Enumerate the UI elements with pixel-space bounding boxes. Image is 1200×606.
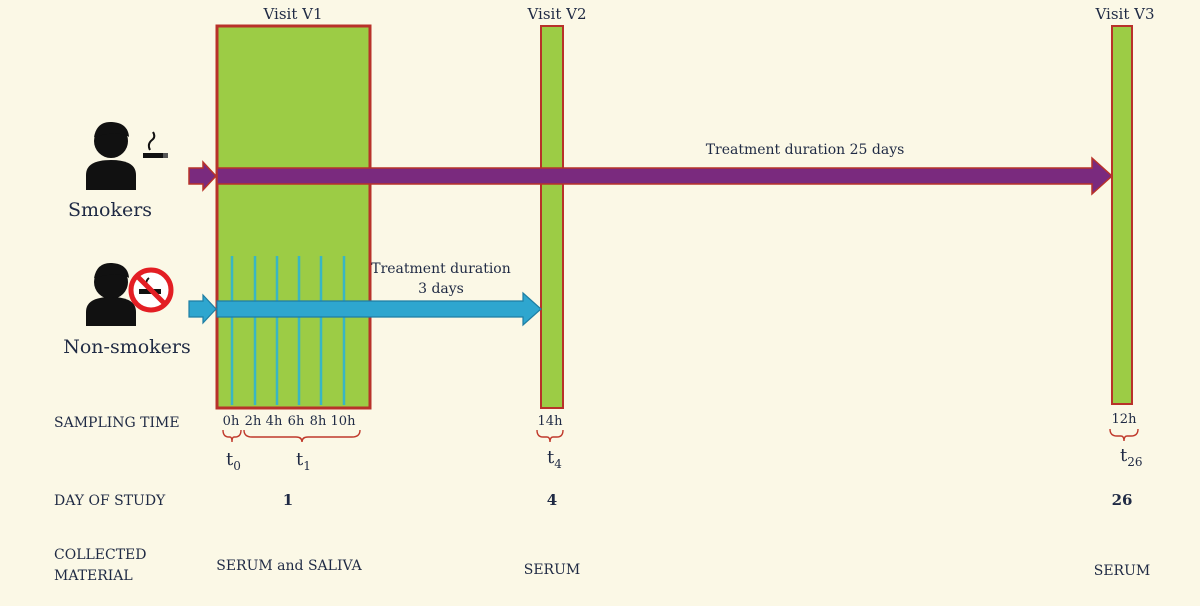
timepoint-braces — [222, 428, 1139, 443]
no-smoking-icon — [128, 267, 174, 313]
day-of-study-v1: 1 — [283, 491, 293, 509]
smoker-person-icon — [86, 121, 136, 190]
timepoint-t4: t4 — [547, 447, 562, 471]
day-of-study-row-label: DAY OF STUDY — [54, 493, 166, 509]
collected-material-v1: SERUM and SALIVA — [216, 558, 362, 574]
v1-sampling-times: 0h 2h 4h 6h 8h 10h — [223, 414, 356, 429]
collected-material-v3: SERUM — [1094, 563, 1151, 579]
sampling-time-4h: 4h — [266, 414, 283, 429]
visit-v1-block — [215, 24, 372, 410]
collected-material-row-label-line2: MATERIAL — [54, 568, 133, 584]
brace-t26 — [1109, 428, 1139, 442]
non-smoker-person-icon — [86, 262, 136, 326]
non-smokers-treatment-arrow — [216, 291, 542, 327]
visit-v3-block — [1111, 25, 1133, 405]
day-of-study-v2: 4 — [547, 491, 557, 509]
timepoint-t0: t0 — [226, 449, 241, 473]
smokers-treatment-label: Treatment duration 25 days — [706, 142, 905, 158]
brace-t1 — [243, 429, 361, 443]
smokers-label: Smokers — [68, 199, 152, 221]
collected-material-row-label-line1: COLLECTED — [54, 547, 147, 563]
non-smokers-label: Non-smokers — [63, 336, 191, 358]
sampling-time-0h: 0h — [223, 414, 240, 429]
cigarette-icon — [143, 131, 168, 158]
non-smokers-entry-arrow — [188, 293, 217, 325]
sampling-time-v2: 14h — [538, 414, 564, 429]
day-of-study-v3: 26 — [1112, 491, 1133, 509]
sampling-time-8h: 8h — [310, 414, 327, 429]
collected-material-v2: SERUM — [524, 562, 581, 578]
sampling-lines — [230, 256, 346, 405]
brace-t0 — [222, 429, 242, 443]
sampling-time-row-label: SAMPLING TIME — [54, 415, 180, 431]
visit-v2-block — [540, 25, 564, 409]
non-smokers-treatment-label-line2: 3 days — [418, 281, 464, 297]
visit-v2-label: Visit V2 — [526, 5, 586, 23]
timepoint-t26: t26 — [1120, 445, 1143, 469]
timepoint-t1: t1 — [296, 449, 311, 473]
brace-t4 — [536, 429, 564, 443]
non-smokers-treatment-label-line1: Treatment duration — [371, 261, 511, 277]
sampling-time-6h: 6h — [288, 414, 305, 429]
sampling-time-2h: 2h — [245, 414, 262, 429]
smokers-entry-arrow — [188, 160, 218, 192]
visit-v3-label: Visit V3 — [1094, 5, 1154, 23]
sampling-time-10h: 10h — [331, 414, 357, 429]
sampling-time-v3: 12h — [1112, 412, 1138, 427]
smokers-treatment-arrow — [216, 156, 1114, 196]
visit-v1-label: Visit V1 — [262, 5, 322, 23]
